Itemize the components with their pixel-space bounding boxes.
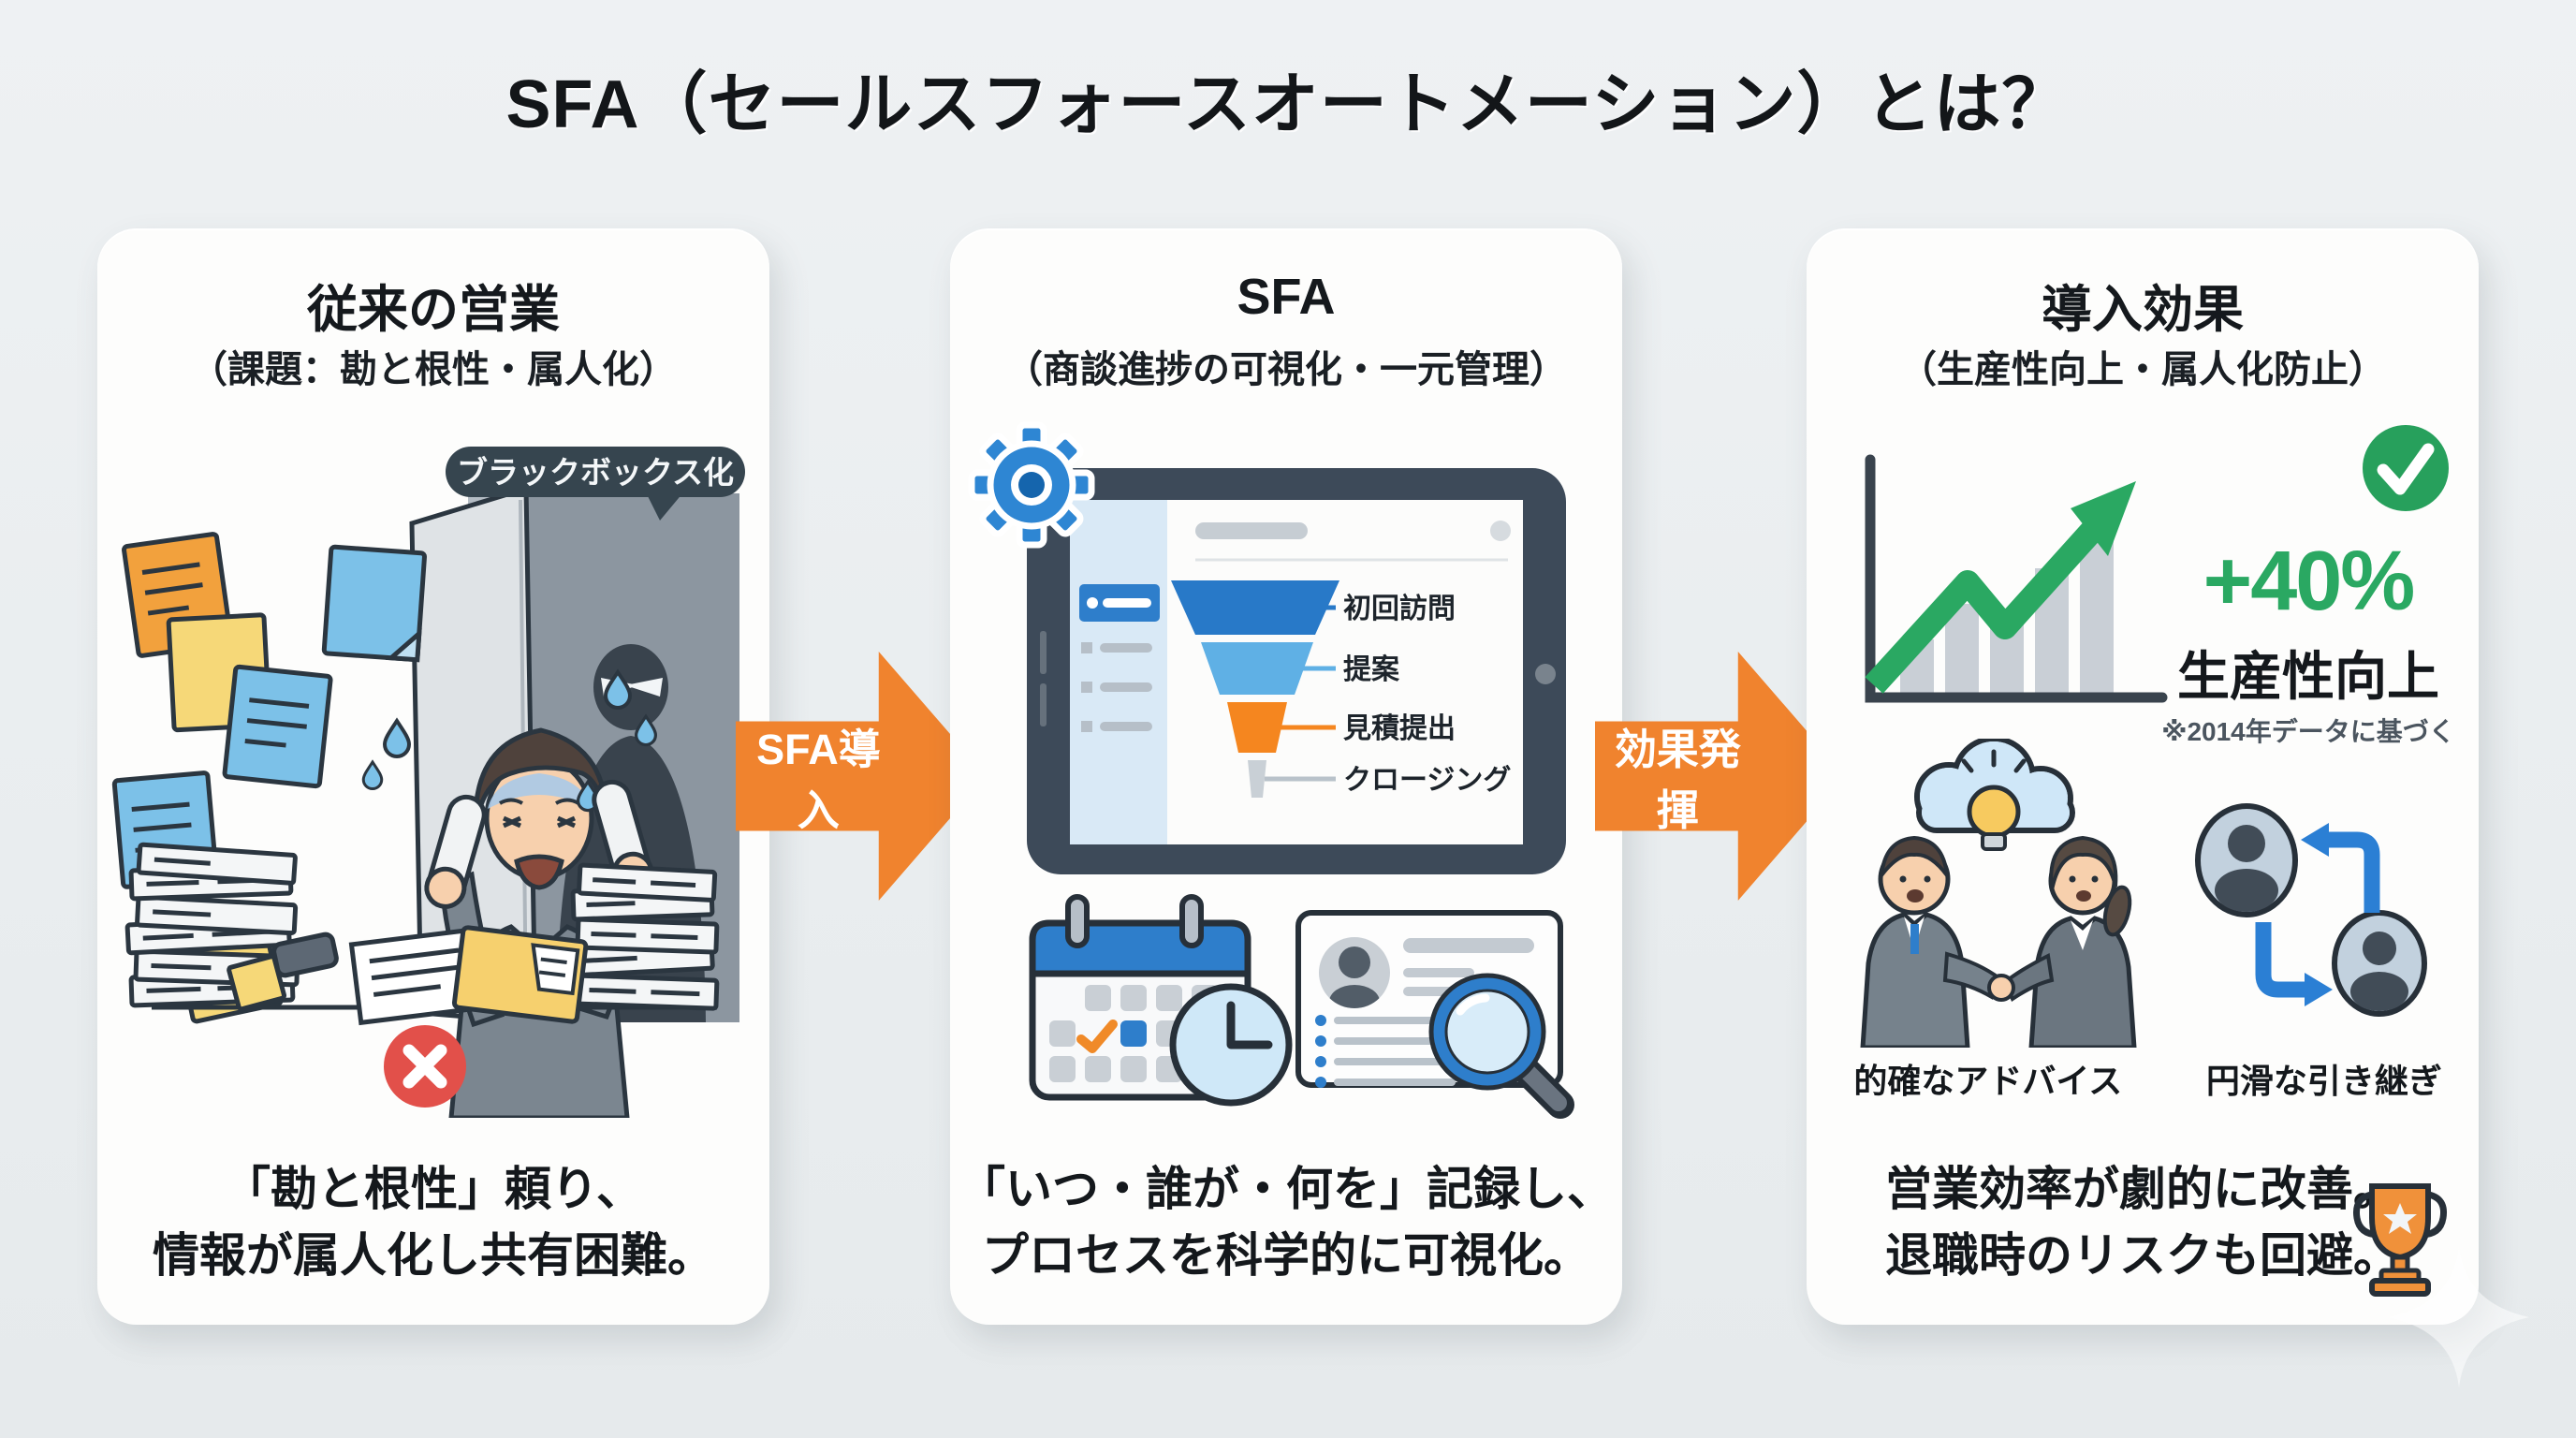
card2-desc-line1: 「いつ・誰が・何を」記録し、 [959, 1163, 1614, 1215]
app-sidebar [1070, 500, 1167, 844]
arrow-effect-label: 効果発揮 [1614, 726, 1741, 834]
blackbox-badge: ブラックボックス化 [446, 447, 745, 521]
lightbulb-icon [1967, 785, 2021, 839]
stressed-salesman-illustration: ブラックボックス化 [111, 447, 745, 1118]
card3-title: 導入効果 [2042, 282, 2244, 338]
chart-axis [1865, 454, 2168, 703]
blackbox-badge-label: ブラックボックス化 [457, 455, 734, 490]
check-mark-orange [1076, 1020, 1118, 1053]
paper-stack-right [568, 862, 720, 1011]
teamwork-illustration [1860, 739, 2427, 1048]
trophy-icon [2352, 1183, 2448, 1297]
tablet-illustration: 初回訪問 提案 見積提出 クロージング [968, 421, 1566, 874]
tablet-camera-dot [1535, 664, 1556, 684]
arrow-sfa-introduction: SFA導入 [736, 652, 987, 901]
gear-icon [968, 421, 1095, 549]
card-traditional-sales: 従来の営業 （課題：勘と根性・属人化） [97, 228, 769, 1325]
arrow-sfa-introduction-label: SFA導入 [756, 726, 881, 834]
funnel-stage-3-label: 見積提出 [1343, 713, 1456, 744]
card2-title: SFA [1237, 269, 1336, 325]
card-results: 導入効果 （生産性向上・属人化防止） +40 [1807, 228, 2479, 1325]
caption-handover: 円滑な引き継ぎ [2205, 1062, 2442, 1100]
card3-desc-line2: 退職時のリスクも回避。 [1885, 1229, 2400, 1282]
sweat-drops [361, 668, 658, 790]
check-icon [2363, 425, 2449, 511]
card3-subtitle: （生産性向上・属人化防止） [1899, 349, 2386, 390]
phone-receiver-icon [424, 794, 487, 909]
funnel-stage-1-label: 初回訪問 [1343, 593, 1456, 624]
error-icon [384, 1025, 466, 1108]
card2-subtitle: （商談進捗の可視化・一元管理） [1005, 349, 1567, 390]
cycle-arrows-icon [2255, 823, 2380, 1006]
card1-title: 従来の営業 [307, 282, 560, 338]
funnel-stage-2-label: 提案 [1343, 653, 1400, 685]
funnel-stage-4-label: クロージング [1343, 765, 1511, 796]
clock-icon [1169, 983, 1293, 1107]
sales-funnel: 初回訪問 提案 見積提出 クロージング [1171, 580, 1511, 798]
desk-items [227, 925, 589, 1026]
card1-subtitle: （課題：勘と根性・属人化） [190, 349, 677, 390]
card1-description: 「勘と根性」頼り、 情報が属人化し共有困難。 [97, 1156, 769, 1289]
record-icons-illustration [1029, 894, 1574, 1119]
growth-chart-illustration [1865, 425, 2449, 703]
card3-description: 営業効率が劇的に改善。 退職時のリスクも回避。 [1807, 1156, 2479, 1289]
card1-desc-line1: 「勘と根性」頼り、 [224, 1163, 643, 1215]
stat-note: ※2014年データに基づく [2161, 717, 2455, 746]
handshake-illustration [1860, 835, 2137, 1048]
card2-description: 「いつ・誰が・何を」記録し、 プロセスを科学的に可視化。 [950, 1156, 1622, 1289]
card1-desc-line2: 情報が属人化し共有困難。 [153, 1229, 714, 1282]
card2-desc-line2: プロセスを科学的に可視化。 [982, 1229, 1590, 1282]
stat-value: +40% [2203, 535, 2416, 628]
idea-cloud-icon [1914, 739, 2075, 851]
card3-captions: 的確なアドバイス 円滑な引き継ぎ [1807, 1054, 2479, 1103]
handoff-illustration [2195, 803, 2427, 1017]
stat-label: 生産性向上 [2177, 647, 2439, 706]
caption-advice: 的確なアドバイス [1853, 1062, 2123, 1100]
sparkle-decoration [2389, 1247, 2529, 1387]
growth-arrow-icon [1865, 481, 2136, 694]
magnifier-icon [1428, 973, 1574, 1119]
card-sfa: SFA （商談進捗の可視化・一元管理） [950, 228, 1622, 1325]
card3-desc-line1: 営業効率が劇的に改善。 [1885, 1163, 2400, 1215]
page-title: SFA（セールスフォースオートメーション）とは？ [505, 67, 2071, 142]
